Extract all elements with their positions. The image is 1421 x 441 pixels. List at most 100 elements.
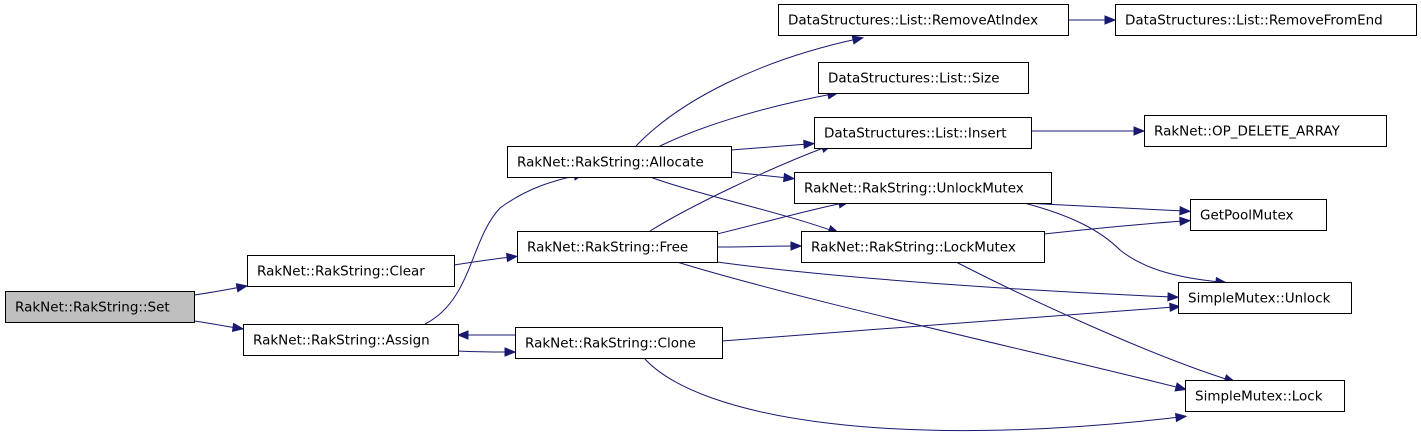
node-label: RakNet::RakString::UnlockMutex: [804, 181, 1024, 197]
node-box: [247, 255, 455, 287]
node-removeend[interactable]: DataStructures::List::RemoveFromEnd: [1115, 4, 1417, 36]
arrowhead: [1179, 216, 1192, 227]
edge-line: [193, 320, 238, 329]
node-box: [1178, 282, 1352, 314]
arrowhead: [235, 283, 249, 293]
node-size[interactable]: DataStructures::List::Size: [818, 62, 1029, 94]
edge-set-to-assign: [193, 320, 245, 333]
node-unlockmtx[interactable]: RakNet::RakString::UnlockMutex: [794, 172, 1052, 204]
node-label: RakNet::RakString::LockMutex: [811, 240, 1016, 256]
node-smunlock[interactable]: SimpleMutex::Unlock: [1178, 282, 1352, 314]
edge-line: [193, 286, 242, 296]
node-assign[interactable]: RakNet::RakString::Assign: [243, 324, 459, 356]
edge-line: [649, 176, 834, 232]
edge-line: [659, 93, 833, 147]
edge-line: [955, 261, 1230, 381]
arrowhead: [1133, 126, 1146, 136]
arrowhead: [456, 330, 469, 340]
edges-layer: [193, 15, 1237, 432]
edge-free-to-smunlock: [716, 261, 1180, 302]
arrowhead: [231, 322, 245, 333]
edge-line: [716, 202, 844, 235]
node-insert[interactable]: DataStructures::List::Insert: [814, 117, 1032, 149]
edge-line: [716, 261, 1173, 298]
arrowhead: [790, 241, 803, 251]
node-box: [243, 324, 459, 356]
edge-line: [730, 143, 809, 151]
node-label: DataStructures::List::Size: [828, 71, 1000, 87]
arrowhead: [506, 252, 519, 263]
node-box: [507, 146, 732, 178]
edge-lockmtx-to-smlock: [955, 261, 1237, 384]
node-box: [818, 62, 1029, 94]
edge-line: [649, 146, 827, 232]
arrowhead: [1104, 15, 1117, 25]
node-label: RakNet::OP_DELETE_ARRAY: [1154, 124, 1341, 140]
arrowhead: [1174, 412, 1188, 423]
edge-line: [716, 245, 796, 248]
edge-removeat-to-removeend: [1068, 15, 1117, 25]
node-label: RakNet::RakString::Allocate: [517, 155, 704, 171]
edge-line: [453, 256, 512, 266]
arrowhead: [504, 347, 517, 357]
node-label: RakNet::RakString::Set: [15, 300, 170, 316]
edge-lockmtx-to-getpool: [1043, 216, 1192, 235]
arrowhead: [803, 139, 816, 150]
node-label: DataStructures::List::RemoveAtIndex: [788, 13, 1038, 29]
node-box: [794, 172, 1052, 204]
node-free[interactable]: RakNet::RakString::Free: [517, 231, 718, 263]
edge-line: [1023, 202, 1221, 283]
edge-clone-to-assign: [456, 330, 515, 340]
node-smlock[interactable]: SimpleMutex::Lock: [1185, 380, 1345, 412]
edge-allocate-to-removeat: [635, 35, 865, 147]
nodes-layer: RakNet::RakString::SetRakNet::RakString:…: [5, 4, 1417, 412]
node-box: [517, 231, 718, 263]
edge-line: [1023, 202, 1185, 212]
node-label: RakNet::RakString::Clone: [525, 336, 696, 352]
node-box: [1115, 4, 1417, 36]
arrowhead: [783, 172, 796, 183]
node-box: [801, 231, 1045, 263]
edge-allocate-to-size: [659, 90, 840, 147]
edge-clear-to-free: [453, 252, 519, 266]
arrowhead: [851, 35, 865, 45]
edge-line: [1043, 220, 1185, 235]
edge-line: [424, 174, 579, 325]
node-opdelete[interactable]: RakNet::OP_DELETE_ARRAY: [1144, 115, 1387, 147]
node-box: [814, 117, 1032, 149]
node-box: [1190, 199, 1327, 231]
edge-unlockmtx-to-getpool: [1023, 202, 1192, 216]
node-getpool[interactable]: GetPoolMutex: [1190, 199, 1327, 231]
arrowhead: [1169, 302, 1182, 313]
node-allocate[interactable]: RakNet::RakString::Allocate: [507, 146, 732, 178]
node-box: [515, 327, 723, 359]
arrowhead: [1167, 292, 1180, 302]
node-label: SimpleMutex::Unlock: [1188, 291, 1331, 307]
edge-assign-to-clone: [457, 347, 517, 357]
edge-set-to-clear: [193, 283, 249, 296]
node-label: DataStructures::List::RemoveFromEnd: [1125, 13, 1383, 29]
node-label: DataStructures::List::Insert: [824, 126, 1007, 142]
node-set[interactable]: RakNet::RakString::Set: [5, 291, 195, 323]
arrowhead: [1179, 206, 1192, 216]
edge-allocate-to-insert: [730, 139, 816, 151]
node-label: RakNet::RakString::Assign: [253, 333, 430, 349]
node-label: RakNet::RakString::Free: [527, 240, 688, 256]
node-removeat[interactable]: DataStructures::List::RemoveAtIndex: [778, 4, 1069, 36]
arrowhead: [1174, 382, 1188, 392]
edge-line: [635, 38, 858, 147]
edge-clone-to-smunlock: [721, 302, 1182, 342]
node-clear[interactable]: RakNet::RakString::Clear: [247, 255, 455, 287]
node-lockmtx[interactable]: RakNet::RakString::LockMutex: [801, 231, 1045, 263]
edge-insert-to-opdelete: [1031, 126, 1146, 136]
node-box: [5, 291, 195, 323]
edge-line: [643, 357, 1181, 432]
node-clone[interactable]: RakNet::RakString::Clone: [515, 327, 723, 359]
node-label: GetPoolMutex: [1200, 208, 1294, 224]
node-box: [1144, 115, 1387, 147]
edge-line: [676, 261, 1181, 389]
edge-line: [457, 350, 510, 353]
node-label: SimpleMutex::Lock: [1195, 389, 1323, 405]
edge-free-to-lockmtx: [716, 241, 803, 251]
